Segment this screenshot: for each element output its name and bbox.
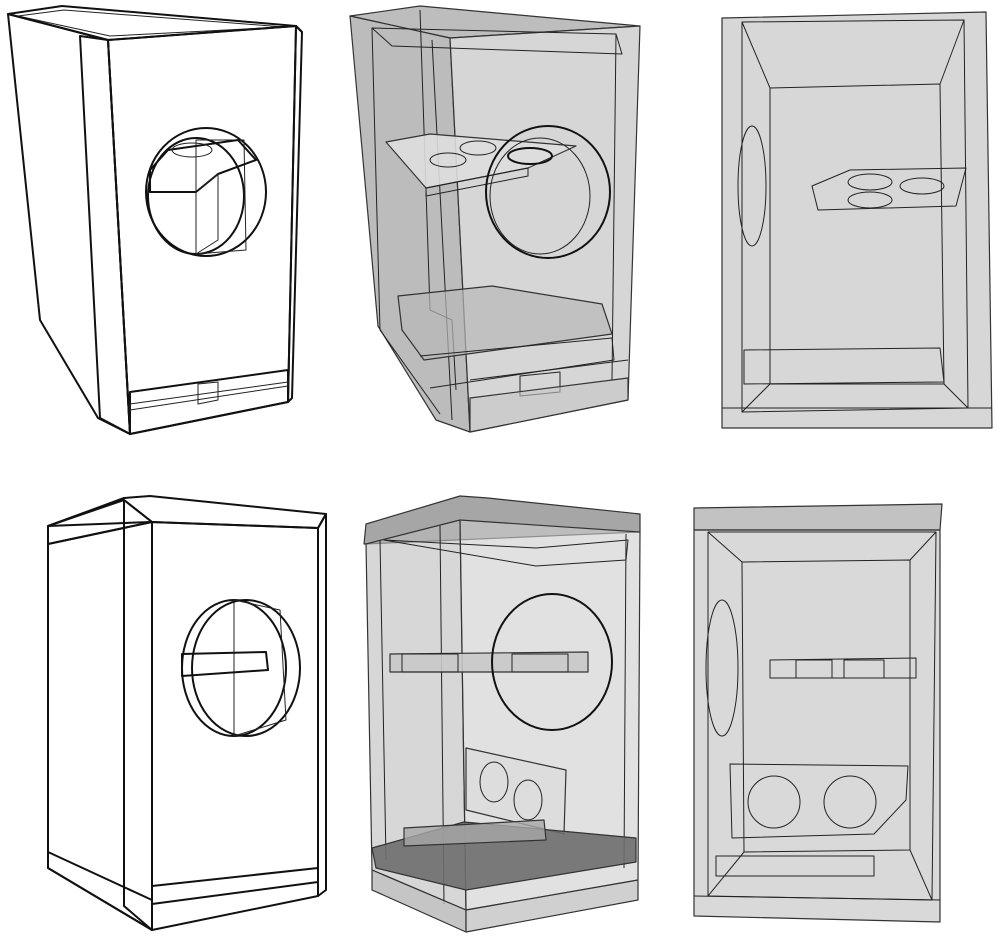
tweeter-shelf xyxy=(389,651,589,673)
tweeter-ring-icon xyxy=(847,173,893,191)
view-top-left-solid-cabinet xyxy=(7,5,303,435)
driver-cutout xyxy=(491,593,613,731)
cabinet-right-edge xyxy=(287,25,303,403)
cabinet-outer-frame xyxy=(721,11,993,429)
view-bottom-middle-transparent-cabinet xyxy=(363,495,641,933)
inner-shelf xyxy=(181,651,269,677)
tweeter-ring-icon xyxy=(899,177,945,195)
woofer-baffle xyxy=(729,763,909,839)
port-divider xyxy=(197,381,219,405)
cabinet-front-bevel xyxy=(123,499,153,931)
driver-cutout-side xyxy=(737,125,767,247)
view-bottom-left-solid-cabinet xyxy=(47,495,327,931)
bottom-chamber xyxy=(397,285,613,361)
inner-shelf xyxy=(149,139,257,193)
driver-cutout xyxy=(145,127,267,257)
cabinet-front-face xyxy=(151,521,319,931)
driver-cutout xyxy=(191,599,301,737)
view-top-middle-transparent-cabinet xyxy=(349,5,641,433)
tweeter-ring-icon xyxy=(401,653,459,673)
woofer-ring-icon xyxy=(823,775,877,829)
woofer-ring-icon xyxy=(479,761,509,803)
cabinet-top-face xyxy=(693,503,943,531)
driver-cutout-side xyxy=(705,599,739,737)
tweeter-ring-icon xyxy=(843,659,885,679)
woofer-ring-icon xyxy=(513,779,543,821)
bottom-port-slot xyxy=(151,867,319,905)
tweeter-shelf xyxy=(769,657,917,679)
view-bottom-right-front-transparent xyxy=(693,503,943,923)
driver-cutout xyxy=(485,125,611,259)
tweeter-ring-icon xyxy=(429,152,467,168)
tweeter-ring-icon xyxy=(171,142,213,158)
cabinet-side-face xyxy=(7,13,131,435)
cabinet-outer-frame xyxy=(693,529,941,923)
woofer-ring-icon xyxy=(747,775,801,829)
tweeter-ring-icon xyxy=(511,653,569,673)
bottom-port-slot xyxy=(129,369,289,435)
bottom-chamber xyxy=(715,855,875,877)
cabinet-side-face xyxy=(47,521,153,931)
bottom-chamber xyxy=(743,347,945,385)
cabinet-front-face xyxy=(449,25,641,433)
view-top-right-front-transparent xyxy=(721,11,993,429)
tweeter-ring-icon xyxy=(507,147,553,165)
tweeter-ring-icon xyxy=(459,140,497,156)
tweeter-shelf xyxy=(811,167,967,211)
cabinet-right-edge xyxy=(317,513,327,897)
tweeter-ring-icon xyxy=(795,659,833,679)
cabinet-front-bevel xyxy=(79,35,131,435)
